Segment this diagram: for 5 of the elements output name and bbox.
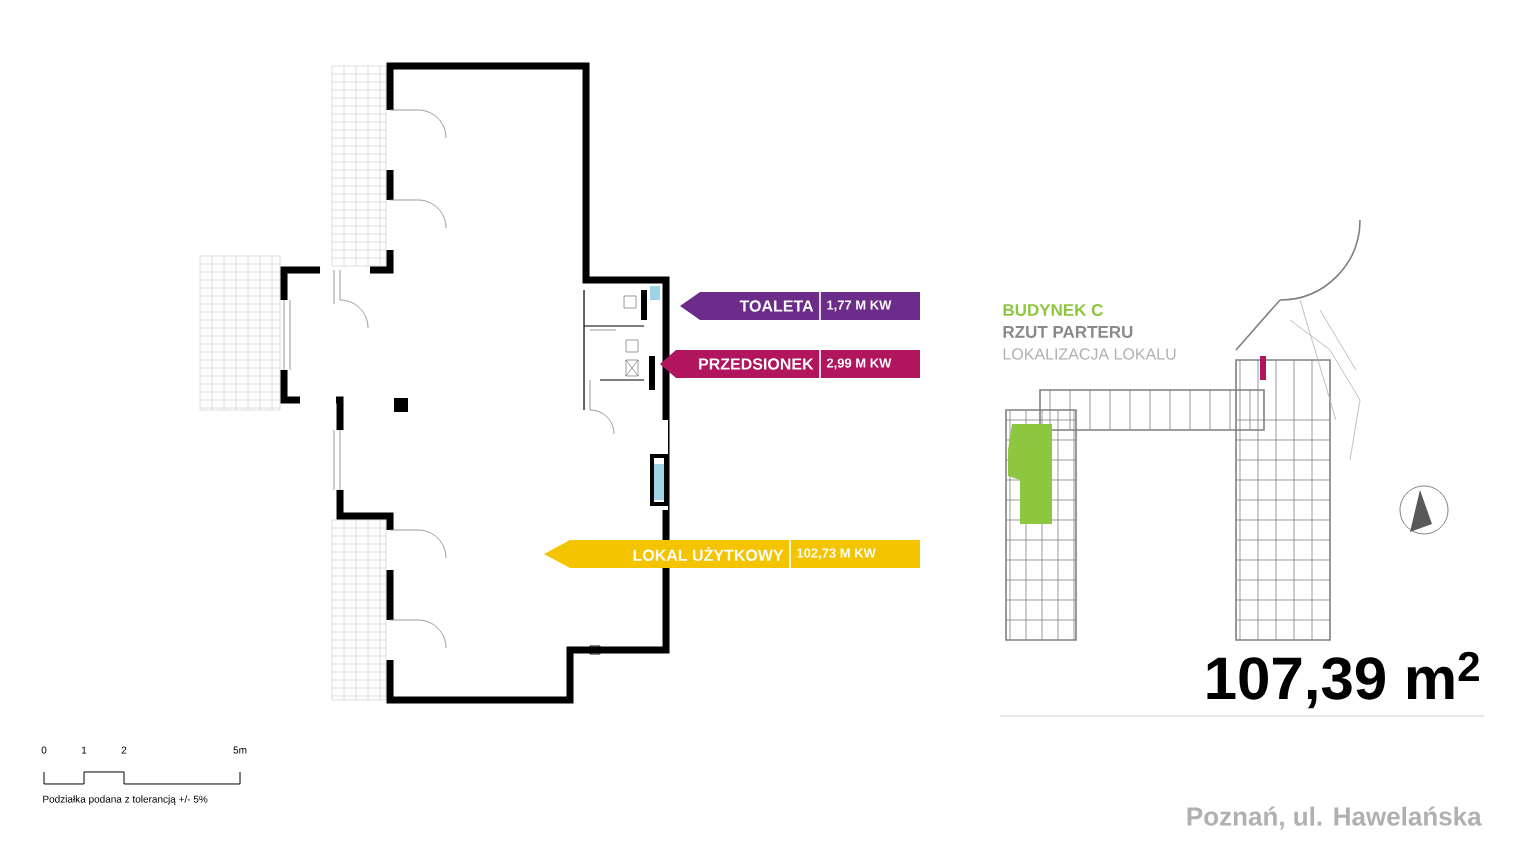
- address-label: Poznań, ul. Hawelańska: [1187, 806, 1482, 830]
- building-label: BUDYNEK C: [1003, 304, 1103, 316]
- plan-label: LOKALIZACJA LOKALU: [1003, 348, 1176, 360]
- area-total: 107,39 m$^{2}$: [1207, 651, 1479, 709]
- plan-label: RZUT PARTERU: [1003, 326, 1133, 338]
